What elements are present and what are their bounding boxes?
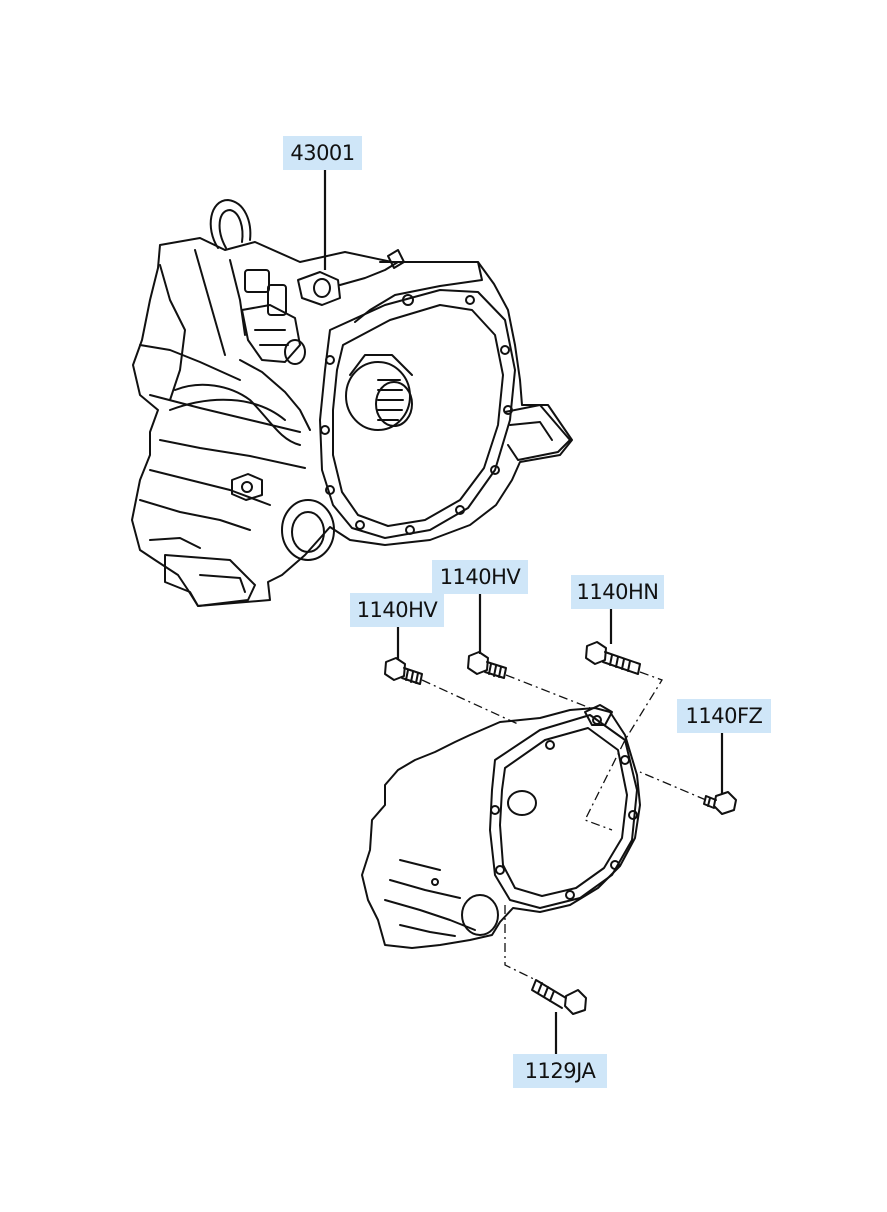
leader-lines <box>323 170 724 1054</box>
bolt-1140hn-drawing <box>585 641 641 675</box>
bolt-1129ja-drawing <box>531 979 587 1015</box>
part-label-1140fz[interactable]: 1140FZ <box>677 699 771 733</box>
part-label-1140hv-center[interactable]: 1140HV <box>432 560 528 594</box>
bolt-1140hv-b-drawing <box>467 651 507 679</box>
transaxle-assembly-drawing <box>131 199 573 607</box>
part-label-43001[interactable]: 43001 <box>283 136 362 170</box>
bolt-1140fz-drawing <box>703 791 737 815</box>
alignment-lines <box>421 671 707 983</box>
part-label-1129ja[interactable]: 1129JA <box>513 1054 607 1088</box>
transaxle-case-drawing <box>361 704 641 949</box>
part-label-1140hv-left[interactable]: 1140HV <box>350 593 444 627</box>
part-label-1140hn[interactable]: 1140HN <box>571 575 664 609</box>
bolt-1140hv-a-drawing <box>384 657 423 685</box>
